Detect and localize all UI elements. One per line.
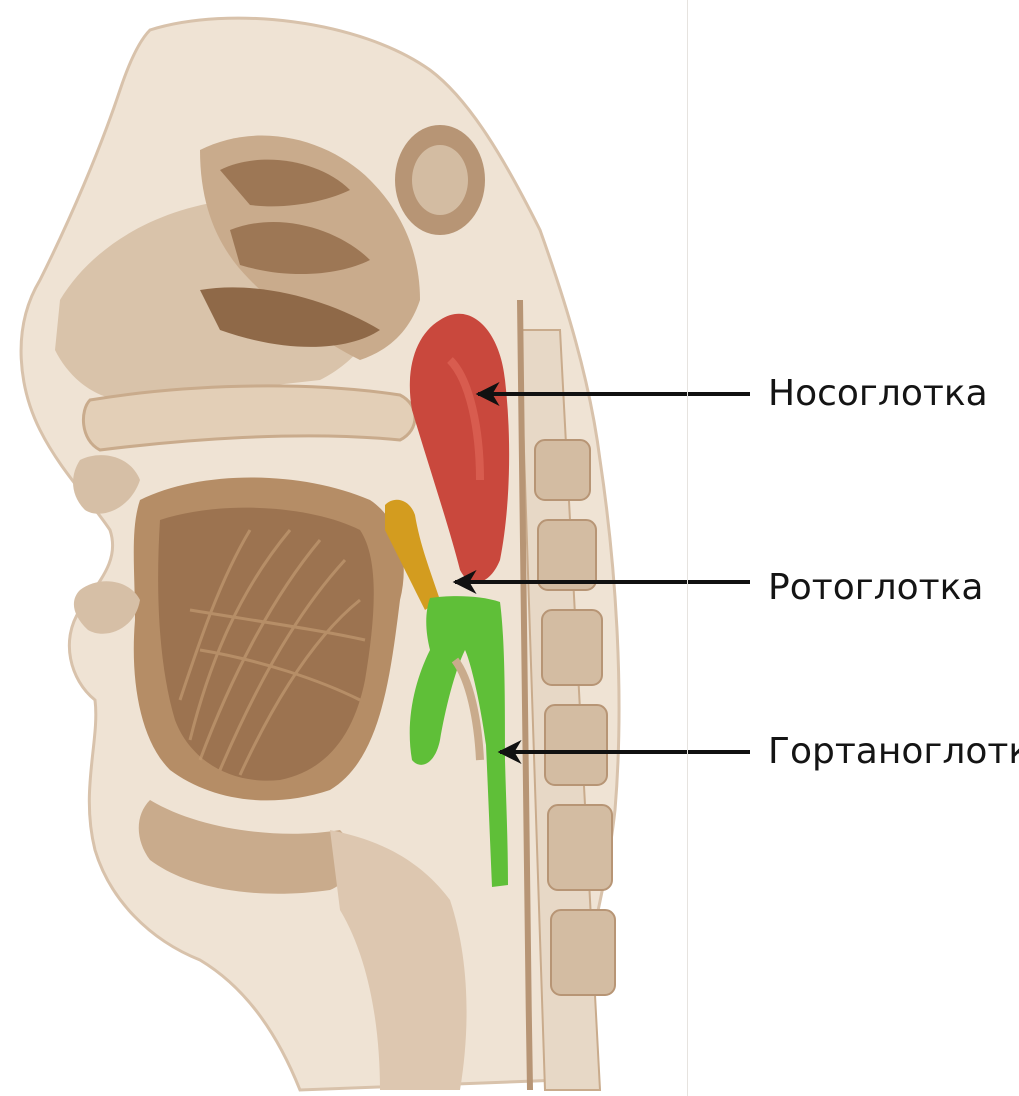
label-nasopharynx: Носоглотка: [768, 376, 988, 412]
panel-divider: [687, 0, 688, 1096]
label-oropharynx: Ротоглотка: [768, 570, 983, 606]
label-laryngopharynx: Гортаноглотка: [768, 734, 1019, 770]
